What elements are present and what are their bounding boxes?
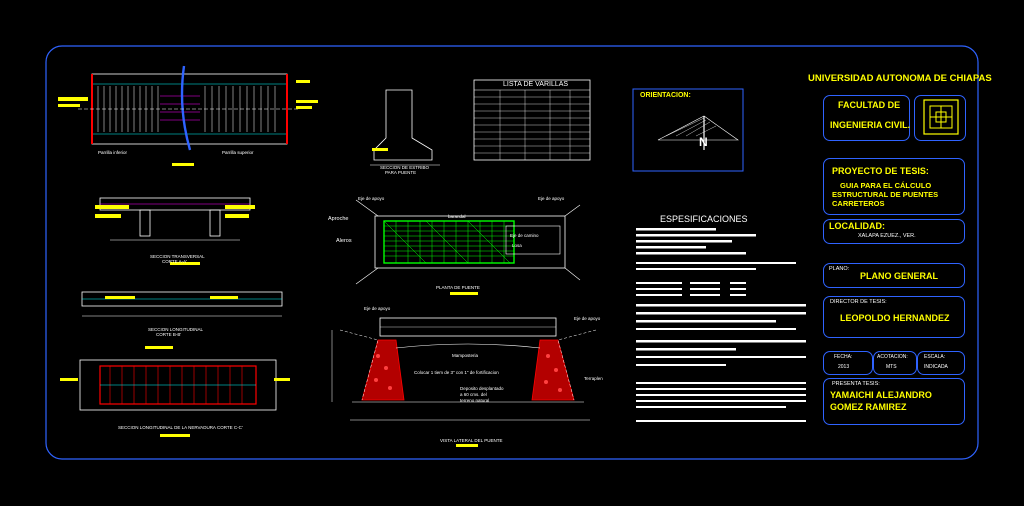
presenter-line-1: YAMAICHI ALEJANDRO [830,390,932,400]
sheet-border [45,45,979,460]
specifications-text [636,228,806,422]
approach-label: Aproche [328,216,349,222]
plan-value: PLANO GENERAL [860,271,939,281]
date-label: FECHA: [834,354,853,360]
deposit-label-1: Deposito desplantado [460,386,504,391]
project-line-2: ESTRUCTURAL DE PUENTES [832,190,939,199]
director-label: DIRECTOR DE TESIS: [830,299,887,305]
project-label: PROYECTO DE TESIS: [832,166,929,176]
deposit-label-2: a 60 cms. del [460,392,487,397]
plan-label: PLANO: [829,266,850,272]
slab-label: Losa [512,243,522,248]
locality-box [823,219,965,244]
abutment-section [370,89,440,166]
faculty-line-2: INGENIERIA CIVIL. [830,120,911,130]
units-value: MTS [886,364,897,370]
longitudinal-caption: SECCION LONGITUDINAL [148,327,204,332]
stirrup-caption: SECCION DE ESTRIBO [380,165,430,170]
deposit-label-3: terreno natural [460,398,490,403]
stirrup-caption-2: PARA PUENTE [385,170,417,175]
faculty-line-1: FACULTAD DE [838,100,901,110]
orientation-label: ORIENTACION: [640,92,691,99]
upper-parrilla-label: Parrilla superior [222,150,254,155]
faculty-box [823,95,910,141]
presenter-box [823,378,965,425]
date-value: 2013 [838,364,850,370]
plan-caption: PLANTA DE PUENTE [436,285,480,290]
guardrail-label: barandal [448,214,466,219]
concrete-fill-label: Colocar 1 tiem de 3" con 1" de fortifica… [414,370,499,375]
project-box [823,158,965,215]
scale-box [917,351,965,375]
longitudinal-section [81,291,283,349]
support-axis-label: Eje de apoyo [358,196,385,201]
presenter-line-2: GOMEZ RAMIREZ [830,402,907,412]
transversal-section [95,197,255,265]
project-line-1: GUIA PARA EL CÁLCULO [840,181,932,190]
rib-section [60,359,290,437]
units-box [873,351,917,375]
longitudinal-caption-cut: CORTE B-B' [156,332,182,337]
rib-axis-label: Eje de camino [510,233,539,238]
units-label: ACOTACION: [877,354,908,360]
unach-emblem-icon [923,99,959,135]
locality-label: LOCALIDAD: [829,221,885,231]
transversal-caption-cut: CORTE A-A' [162,259,188,264]
north-arrow-icon: N [699,135,708,149]
rebar-table [473,79,591,161]
transversal-caption: SECCION TRANSVERSAL [150,254,205,259]
rebar-table-title: LISTA DE VARILLAS [503,81,569,88]
director-value: LEOPOLDO HERNANDEZ [840,313,950,323]
scale-label: ESCALA: [924,354,946,360]
orientation-box [632,88,744,172]
deck-reinforcement-plan [58,65,318,166]
logo-box [914,95,966,141]
bridge-side-view [331,317,597,447]
project-line-3: CARRETEROS [832,199,885,208]
presenter-label: PRESENTA TESIS: [832,381,880,387]
support-axis-label-right: Eje de apoyo [538,196,565,201]
date-box [823,351,873,375]
university-name: UNIVERSIDAD AUTONOMA DE CHIAPAS [808,73,992,84]
side-view-caption: VISTA LATERAL DEL PUENTE [440,438,503,443]
rib-caption: SECCION LONGITUDINAL DE LA NERVADURA COR… [118,425,243,430]
support-axis-side-right: Eje de apoyo [574,316,601,321]
bridge-plan [355,199,581,295]
locality-value: XALAPA EZUEZ., VER. [858,233,916,239]
wings-label: Aleros [336,238,352,244]
director-box [823,296,965,338]
terrain-label: Terraplen [584,376,603,381]
plan-box [823,263,965,288]
lower-parrilla-label: Parrilla inferior [98,150,128,155]
scale-value: INDICADA [924,364,948,370]
masonry-label: Mamposteria [452,353,479,358]
specifications-title: ESPESIFICACIONES [660,214,748,224]
support-axis-side-left: Eje de apoyo [364,306,391,311]
